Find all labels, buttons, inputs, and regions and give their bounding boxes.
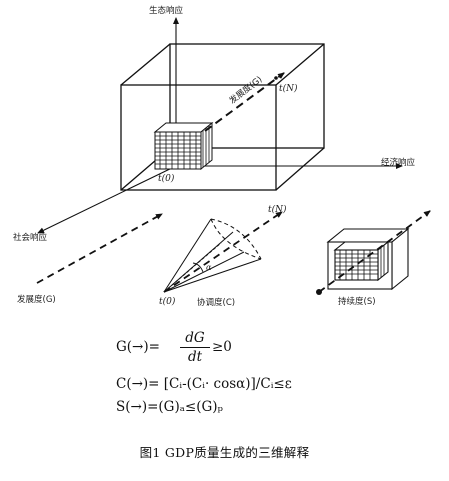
cube-t0-label: t(0) <box>158 173 175 184</box>
formula-g-lhs: G(→)= <box>116 339 160 355</box>
alpha-label: α <box>206 263 212 272</box>
sustainability-box <box>326 227 410 291</box>
coordination-cone <box>163 211 283 293</box>
tn-point <box>274 76 278 80</box>
cube-edge <box>275 43 325 86</box>
economy-axis-label: 经济响应 <box>381 157 416 168</box>
cone-edge <box>163 258 262 293</box>
formula-g-rhs: ≥0 <box>212 339 232 355</box>
cube-figure <box>120 43 325 191</box>
alpha-arc <box>192 262 204 273</box>
sustainability-dashed-arrow <box>318 210 431 293</box>
society-axis-label: 社会响应 <box>13 232 48 243</box>
society-axis <box>37 165 177 234</box>
lower-tn-label: t(N) <box>268 204 287 215</box>
sustainability-label: 持续度(S) <box>338 296 376 307</box>
ecology-axis-label: 生态响应 <box>149 5 184 16</box>
formula-c: C(→)= [Cᵢ-(Cᵢ· cosα)]/Cᵢ≤ε <box>116 376 292 392</box>
cone-edge <box>163 218 212 293</box>
coordination-label: 协调度(C) <box>197 297 235 308</box>
cube-edge <box>120 43 171 86</box>
formula-g-denominator: dt <box>187 349 203 365</box>
inner-block <box>153 121 214 171</box>
cone-rim <box>210 218 262 260</box>
development-label: 发展度(G) <box>17 294 56 305</box>
cone-inner-dashed <box>163 242 222 293</box>
cube-back-face <box>169 43 325 149</box>
sustainability-start-point <box>316 289 322 295</box>
formula-s: S(→)=(G)ₐ≤(G)ₚ <box>116 399 223 415</box>
formula-g-numerator: dG <box>185 330 205 346</box>
cube-edge <box>275 147 325 191</box>
fraction-bar <box>180 347 210 348</box>
cone-rim <box>210 218 262 260</box>
lower-t0-label: t(0) <box>159 296 176 307</box>
cube-tn-label: t(N) <box>279 83 298 94</box>
cube-development-label: 发展度(G) <box>227 74 264 107</box>
cone-line <box>163 251 245 293</box>
figure-caption: 图1 GDP质量生成的三维解释 <box>139 445 310 460</box>
coordination-axis <box>163 211 283 293</box>
cube-front-face <box>120 84 277 191</box>
development-trajectory <box>204 72 285 132</box>
